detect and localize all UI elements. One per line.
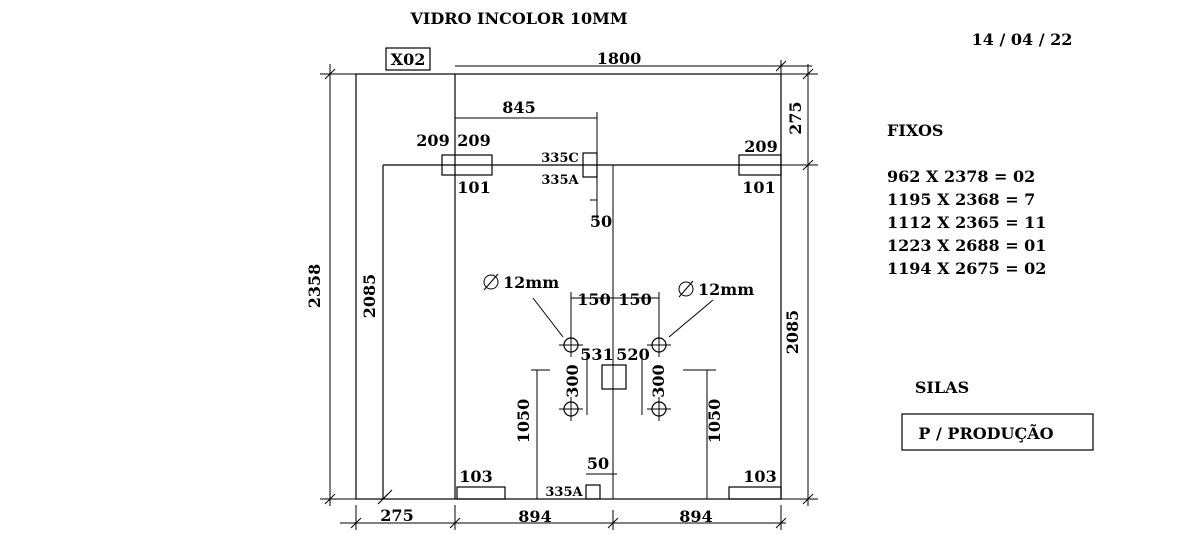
handle-height-right-label: 1050: [705, 399, 724, 444]
bottom-right-block-label: 103: [743, 467, 776, 486]
center-left-label: 531: [580, 345, 613, 364]
drawing-date: 14 / 04 / 22: [972, 30, 1073, 49]
handle-height-left-label: 1050: [514, 399, 533, 444]
hole-diam-right-label: 12mm: [698, 280, 754, 299]
fixos-item: 1194 X 2675 = 02: [887, 259, 1046, 278]
hinge-left-outer-label: 209: [416, 131, 449, 150]
dim-right-top-label: 275: [786, 101, 805, 134]
bottom-left-block-label: 103: [459, 467, 492, 486]
bottom-right-block: [728, 486, 782, 500]
dim-bottom-left-label: 275: [380, 506, 413, 525]
production-stamp-box: [901, 413, 1094, 451]
hinge-left-below-label: 101: [457, 178, 490, 197]
dim-bottom-mid-left-label: 894: [518, 507, 551, 526]
fixos-item: 1112 X 2365 = 11: [887, 213, 1046, 232]
hole-gap-right-label: 150: [618, 290, 651, 309]
fixos-item: 962 X 2378 = 02: [887, 167, 1035, 186]
drawing-title: VIDRO INCOLOR 10MM: [409, 9, 627, 28]
bottom-fitting-label: 335A: [545, 485, 583, 500]
hinge-left: [441, 154, 493, 176]
dim-bottom-mid-right-label: 894: [679, 507, 712, 526]
bottom-fitting: [585, 484, 601, 500]
handle-block: [601, 364, 627, 390]
diameter-left-icon: [483, 274, 499, 290]
hinge-right-below-label: 101: [742, 178, 775, 197]
dim-left-label: 2358: [305, 264, 324, 309]
center-right-label: 520: [616, 345, 649, 364]
fixos-item: 1195 X 2368 = 7: [887, 190, 1035, 209]
hole-group: [532, 292, 714, 421]
hole-diam-left-label: 12mm: [503, 273, 559, 292]
dim-top-label: 1800: [597, 49, 642, 68]
outer-frame: [355, 73, 782, 500]
hinge-left-inner-label: 209: [457, 131, 490, 150]
dim-right-label: 2085: [783, 310, 802, 355]
client-name: SILAS: [915, 378, 969, 397]
dim-845-label: 845: [502, 98, 535, 117]
diameter-right-icon: [678, 281, 694, 297]
fixos-heading: FIXOS: [887, 121, 943, 140]
top-fitting-lower-label: 335A: [541, 173, 579, 188]
bottom-fitting-gap-label: 50: [587, 454, 609, 473]
top-fitting-upper-label: 335C: [541, 151, 578, 166]
top-drop-label: 50: [590, 212, 612, 231]
production-stamp: P / PRODUÇÃO: [918, 422, 1053, 443]
panel-tag: X02: [391, 50, 426, 69]
hole-vertical-right-label: 300: [649, 364, 668, 397]
hole-vertical-left-label: 300: [563, 364, 582, 397]
panel-tag-box: [385, 47, 431, 71]
dim-inner-left-label: 2085: [360, 274, 379, 319]
hinge-right-above-label: 209: [744, 137, 777, 156]
bottom-left-block: [456, 486, 506, 500]
hole-gap-left-label: 150: [577, 290, 610, 309]
fixos-item: 1223 X 2688 = 01: [887, 236, 1046, 255]
